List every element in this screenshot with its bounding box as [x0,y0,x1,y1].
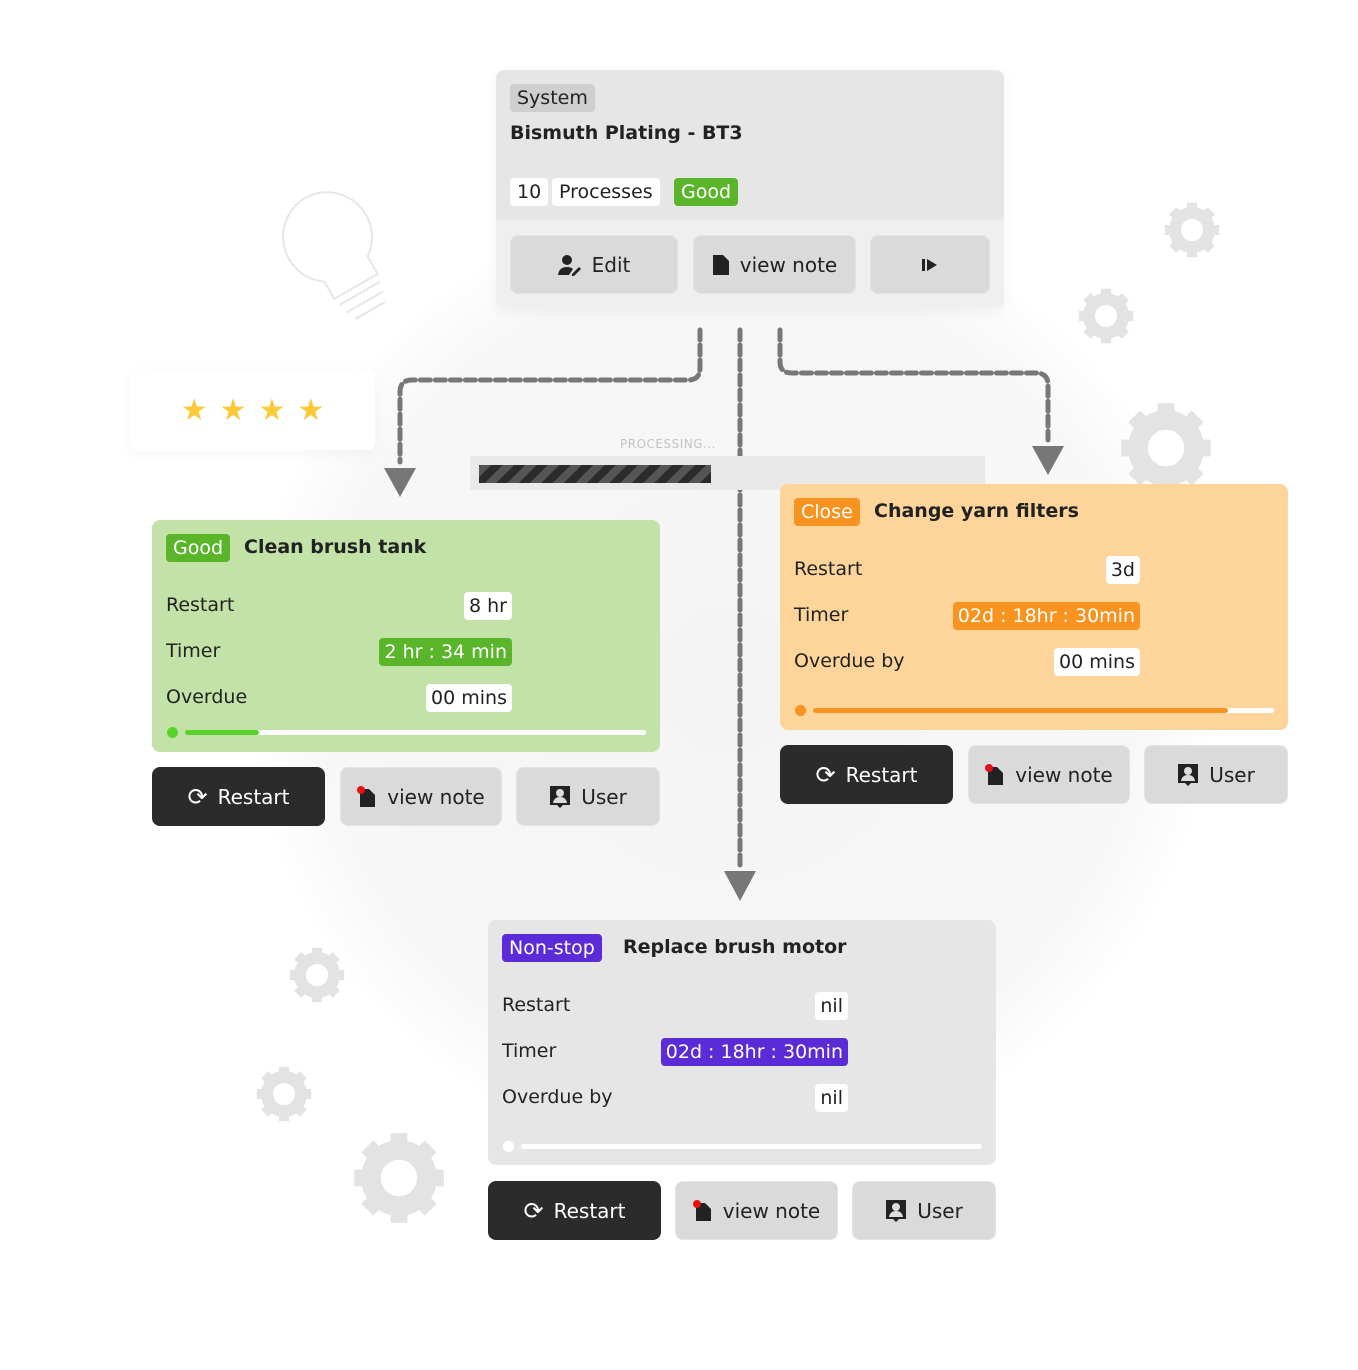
timer-label: Timer [502,1040,557,1062]
timer-label: Timer [166,640,221,662]
view-note-button[interactable]: view note [968,745,1130,804]
system-card: System Bismuth Plating - BT3 10 Processe… [496,70,1004,308]
progress-dot [795,705,806,716]
user-icon [1178,763,1199,786]
gear-icon [1165,203,1219,257]
restart-label: Restart [794,558,863,580]
progress-track [185,730,646,735]
star-icon: ★ [258,392,286,428]
gear-icon [1121,403,1211,493]
view-note-button[interactable]: view note [675,1181,838,1240]
status-badge: Non-stop [502,934,602,962]
play-icon [922,258,937,271]
task-card-clean-brush-tank: Good Clean brush tank Restart Timer Over… [152,520,660,752]
processing-fill [479,465,711,483]
file-icon [712,254,729,275]
edit-button[interactable]: Edit [510,235,678,294]
arrow-icon [384,468,416,497]
task-card-replace-brush-motor: Non-stop Replace brush motor Restart Tim… [488,920,996,1165]
file-alert-icon [692,1199,711,1221]
timer-label: Timer [794,604,849,626]
user-button[interactable]: User [516,767,660,826]
overdue-label: Overdue [166,686,248,708]
progress-fill [185,730,259,735]
star-icon: ★ [219,392,247,428]
overdue-value: 00 mins [1054,648,1140,676]
gear-icon [290,948,344,1002]
task-title: Clean brush tank [244,536,427,558]
timer-value: 02d : 18hr : 30min [952,602,1140,630]
file-alert-icon [357,785,376,807]
restart-value: 8 hr [464,592,512,620]
star-icon: ★ [297,392,325,428]
overdue-value: nil [815,1084,848,1112]
flow-connectors [397,327,1051,869]
progress-dot [503,1141,514,1152]
restart-button[interactable]: ⟳Restart [780,745,953,804]
file-alert-icon [985,763,1004,785]
restart-button[interactable]: ⟳Restart [488,1181,661,1240]
restart-label: Restart [166,594,235,616]
gear-icon [257,1067,311,1121]
refresh-icon: ⟳ [523,1196,544,1225]
view-note-button[interactable]: view note [693,235,856,294]
arrow-icon [724,871,756,901]
processing-label: PROCESSING... [620,437,716,451]
restart-label: Restart [502,994,571,1016]
process-count: 10 [510,178,549,206]
progress-dot [167,727,178,738]
refresh-icon: ⟳ [187,782,208,811]
gear-icon [1079,289,1133,343]
system-tag: System [510,84,595,112]
user-icon [886,1199,907,1222]
processing-bar [470,456,985,490]
arrow-icon [1032,446,1064,475]
overdue-label: Overdue by [794,650,905,672]
gear-icon [354,1133,444,1223]
timer-value: 2 hr : 34 min [379,638,512,666]
system-name: Bismuth Plating - BT3 [510,122,743,144]
user-icon [550,785,571,808]
rating-card: ★ ★ ★ ★ [130,370,375,450]
play-button[interactable] [870,235,990,294]
view-note-button[interactable]: view note [340,767,502,826]
refresh-icon: ⟳ [815,760,836,789]
task-title: Replace brush motor [623,936,847,958]
status-badge: Good [674,178,739,206]
task-title: Change yarn filters [874,500,1079,522]
status-badge: Close [794,498,860,526]
restart-value: 3d [1105,556,1140,584]
user-button[interactable]: User [1144,745,1288,804]
timer-value: 02d : 18hr : 30min [660,1038,848,1066]
process-label: Processes [552,178,660,206]
restart-value: nil [815,992,848,1020]
progress-track [521,1144,982,1149]
overdue-value: 00 mins [426,684,512,712]
progress-track [813,708,1274,713]
lightbulb-icon [282,191,386,320]
status-badge: Good [166,534,231,562]
progress-fill [813,708,1228,713]
user-button[interactable]: User [852,1181,996,1240]
user-edit-icon [557,254,581,276]
star-icon: ★ [180,392,208,428]
task-card-change-yarn-filters: Close Change yarn filters Restart Timer … [780,484,1288,730]
restart-button[interactable]: ⟳Restart [152,767,325,826]
overdue-label: Overdue by [502,1086,613,1108]
